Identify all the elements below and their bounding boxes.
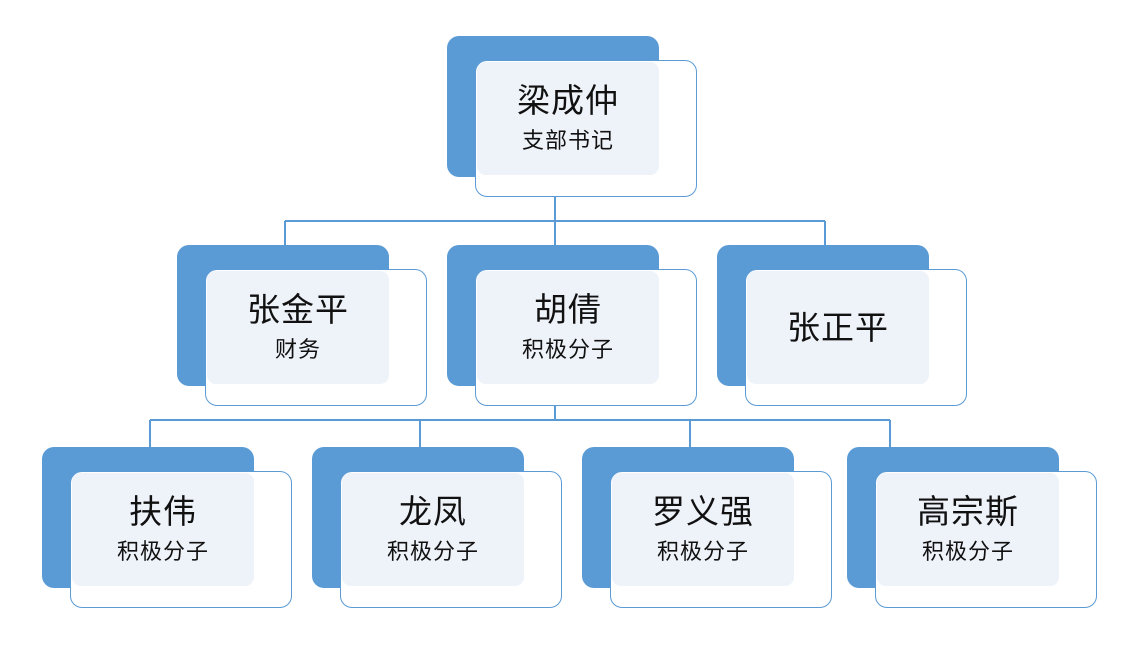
node-fill-block: [747, 271, 929, 384]
node-label-group: 扶伟 积极分子: [72, 473, 254, 586]
node-name: 高宗斯: [917, 493, 1019, 531]
node-role: 财务: [274, 337, 321, 363]
node-fill-block: [72, 473, 254, 586]
node-label-group: 罗义强 积极分子: [612, 473, 794, 586]
node-label-group: 梁成仲 支部书记: [477, 62, 659, 175]
node-label-group: 高宗斯 积极分子: [877, 473, 1059, 586]
node-label-group: 龙凤 积极分子: [342, 473, 524, 586]
org-node-n1[interactable]: 梁成仲 支部书记: [447, 36, 697, 197]
node-name: 张金平: [247, 291, 349, 329]
org-node-n7[interactable]: 罗义强 积极分子: [582, 447, 832, 608]
node-name: 罗义强: [652, 493, 754, 531]
node-name: 扶伟: [129, 493, 197, 531]
node-fill-block: [342, 473, 524, 586]
node-label-group: 张金平 财务: [207, 271, 389, 384]
node-role: 积极分子: [521, 337, 614, 363]
node-name: 梁成仲: [517, 82, 619, 120]
node-role: 积极分子: [921, 539, 1014, 565]
org-node-n3[interactable]: 胡倩 积极分子: [447, 245, 697, 406]
node-fill-block: [612, 473, 794, 586]
node-name: 胡倩: [534, 291, 602, 329]
node-role: 积极分子: [656, 539, 749, 565]
node-role: 支部书记: [521, 128, 614, 154]
org-node-n6[interactable]: 龙凤 积极分子: [312, 447, 562, 608]
org-node-n4[interactable]: 张正平: [717, 245, 967, 406]
node-fill-block: [477, 271, 659, 384]
org-node-n8[interactable]: 高宗斯 积极分子: [847, 447, 1097, 608]
node-name: 张正平: [787, 308, 889, 346]
node-role: 积极分子: [116, 539, 209, 565]
org-node-n2[interactable]: 张金平 财务: [177, 245, 427, 406]
node-role: 积极分子: [386, 539, 479, 565]
node-name: 龙凤: [399, 493, 467, 531]
node-fill-block: [877, 473, 1059, 586]
node-label-group: 胡倩 积极分子: [477, 271, 659, 384]
node-label-group: 张正平: [747, 271, 929, 384]
node-fill-block: [477, 62, 659, 175]
org-node-n5[interactable]: 扶伟 积极分子: [42, 447, 292, 608]
node-fill-block: [207, 271, 389, 384]
